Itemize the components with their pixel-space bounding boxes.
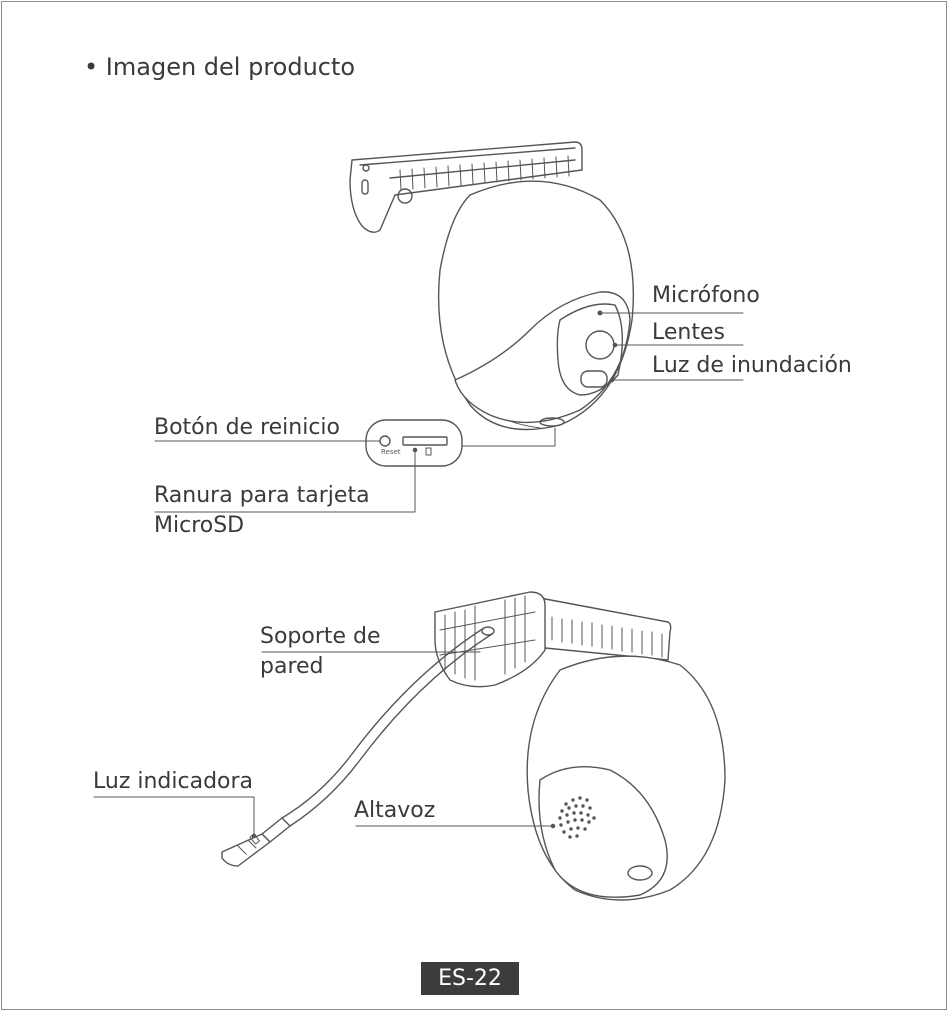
label-wall-mount-line1: Soporte de <box>260 622 381 652</box>
label-lens: Lentes <box>652 318 725 348</box>
page-number-badge: ES-22 <box>421 962 519 995</box>
label-sd-slot-line2: MicroSD <box>154 511 244 541</box>
reset-print: Reset <box>381 448 401 456</box>
bottom-camera <box>94 592 725 900</box>
label-wall-mount-line2: pared <box>260 652 324 682</box>
label-floodlight: Luz de inundación <box>652 351 852 381</box>
label-sd-slot-line1: Ranura para tarjeta <box>154 481 370 511</box>
label-indicator: Luz indicadora <box>93 767 253 797</box>
label-speaker: Altavoz <box>354 796 435 826</box>
label-microphone: Micrófono <box>652 281 760 311</box>
label-reset-button: Botón de reinicio <box>154 413 340 443</box>
